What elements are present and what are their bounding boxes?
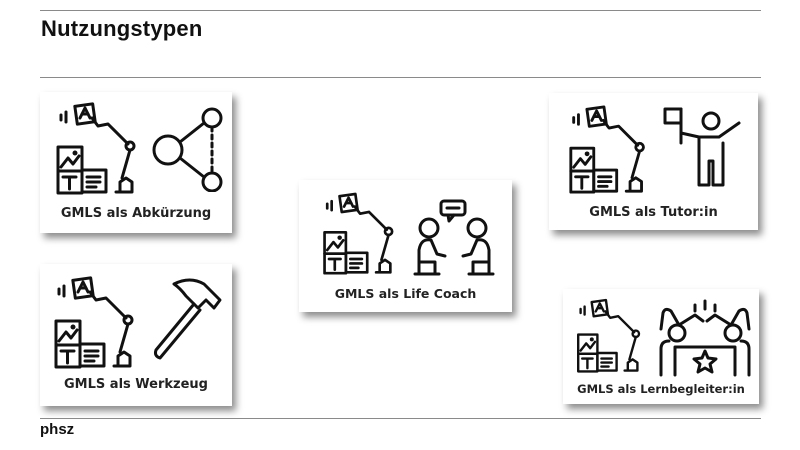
card-label: GMLS als Tutor:in (589, 205, 718, 220)
card-life-coach[interactable]: GMLS als Life Coach (299, 180, 512, 312)
card-abkuerzung[interactable]: GMLS als Abkürzung (40, 92, 232, 233)
footer-logo-text: phsz (40, 421, 75, 438)
footer-rule (40, 418, 761, 419)
title-rule (40, 77, 761, 78)
robot-arm-icon (577, 298, 641, 373)
network-share-icon (152, 107, 223, 192)
high-five-icon (659, 299, 751, 377)
card-tutor[interactable]: GMLS als Tutor:in (549, 93, 758, 230)
robot-arm-icon (569, 105, 645, 194)
top-rule (40, 10, 761, 11)
card-label: GMLS als Life Coach (334, 286, 477, 301)
conversation-icon (413, 199, 495, 276)
teacher-icon (663, 107, 741, 187)
robot-arm-icon (323, 192, 394, 275)
robot-arm-icon (54, 276, 134, 369)
hammer-icon (154, 278, 222, 360)
card-lernbegleiter[interactable]: GMLS als Lernbegleiter:in (563, 289, 759, 404)
robot-arm-icon (56, 102, 136, 195)
card-label: GMLS als Werkzeug (64, 377, 208, 392)
card-label: GMLS als Lernbegleiter:in (577, 382, 745, 396)
card-label: GMLS als Abkürzung (60, 206, 212, 221)
slide-title: Nutzungstypen (41, 16, 203, 41)
card-werkzeug[interactable]: GMLS als Werkzeug (40, 264, 232, 406)
